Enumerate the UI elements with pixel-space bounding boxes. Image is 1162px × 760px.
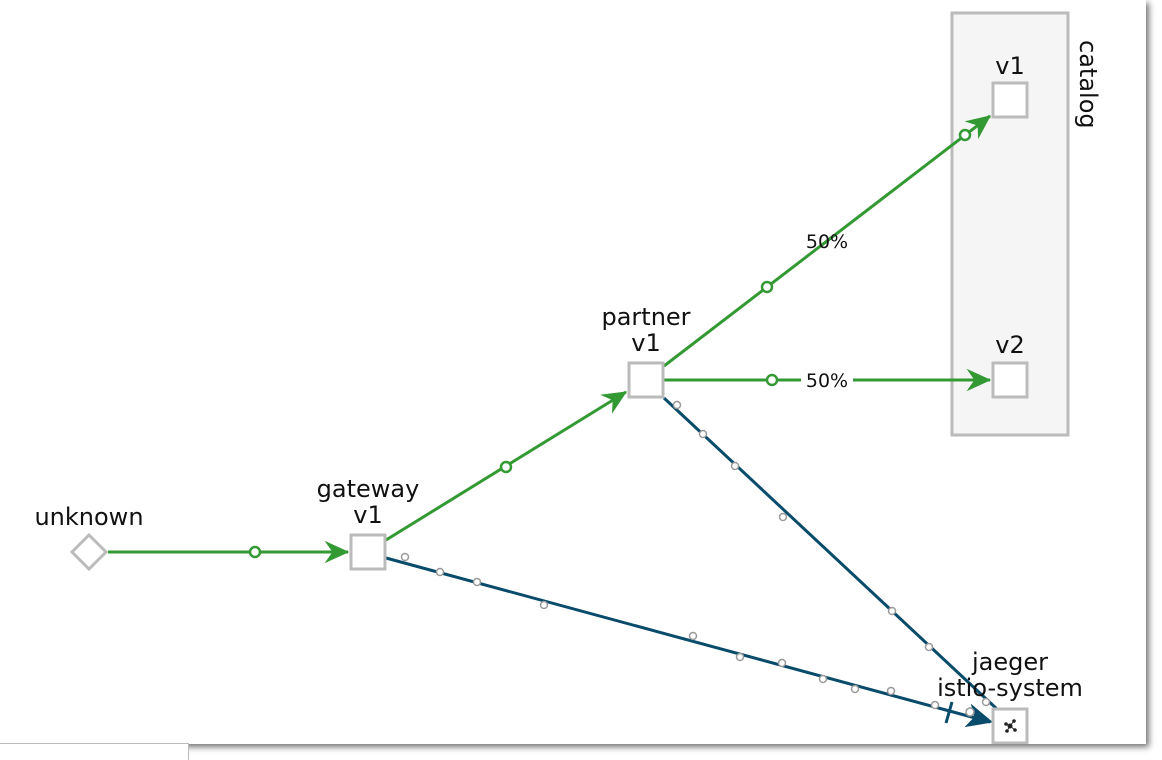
traffic-dot [965,707,975,717]
traffic-dot [688,631,698,641]
node-shape-square[interactable] [991,361,1029,399]
service-icon [1004,719,1017,733]
edge-label: 50% [806,370,848,392]
traffic-dot [672,400,682,410]
edge-gateway-partner[interactable] [385,390,628,542]
traffic-dot [924,642,934,652]
icon-link [1006,725,1011,732]
traffic-dot [698,429,708,439]
edge-partner-jaeger[interactable] [662,396,1000,712]
traffic-dot [472,577,482,587]
node-label: v2 [995,331,1024,359]
group-label-catalog: catalog [1074,40,1102,129]
arrowhead-icon [324,540,350,564]
traffic-dot [818,674,828,684]
traffic-dot [886,686,896,696]
nodes-layer: unknowngatewayv1partnerv1v1v2jaegeristio… [34,52,1083,744]
traffic-dot [887,606,897,616]
edge-gateway-jaeger[interactable] [385,552,994,728]
traffic-dot [777,658,787,668]
traffic-dot [730,461,740,471]
service-graph[interactable]: catalog 50%50% unknowngatewayv1partnerv1… [0,0,1146,744]
traffic-dot [765,373,779,387]
icon-link [1009,720,1015,727]
node-label: gateway [317,475,420,503]
edge-tick [944,701,954,724]
node-shape-square[interactable] [991,81,1029,119]
traffic-dot [400,552,410,562]
edge-partner-catalog_v2[interactable]: 50% [664,368,992,392]
node-shape-diamond[interactable] [69,532,109,572]
edge-label-bg [801,368,853,392]
traffic-dot [981,697,991,707]
arrowhead-icon [966,368,992,392]
legend-panel [0,743,189,760]
arrowhead-icon [964,115,991,140]
edges-layer: 50% 50% [108,114,1000,728]
node-label: istio-system [937,674,1083,702]
node-unknown[interactable]: unknown [34,503,144,572]
node-label: jaeger [971,648,1048,676]
node-label: v1 [631,329,660,357]
node-label: v1 [995,52,1024,80]
traffic-dot [760,280,774,294]
traffic-dot [539,600,549,610]
icon-link [1005,723,1011,727]
edge-unknown-gateway[interactable] [108,540,350,564]
edge-line[interactable] [663,114,991,368]
node-label: partner [601,303,690,331]
traffic-dot [958,128,972,142]
icon-link [1009,725,1016,731]
edge-label: 50% [806,231,848,253]
node-shape-square[interactable] [349,533,387,571]
traffic-dot [499,460,513,474]
node-label: v1 [353,501,382,529]
traffic-dot [850,684,860,694]
traffic-dot [735,652,745,662]
edge-partner-catalog_v1[interactable]: 50% [663,114,991,368]
arrowhead-icon [964,703,994,728]
traffic-dot [778,512,788,522]
traffic-dot [435,567,445,577]
node-label: unknown [34,503,143,531]
node-catalog_v1[interactable]: v1 [991,52,1029,119]
node-catalog_v2[interactable]: v2 [991,331,1029,399]
arrowhead-icon [600,391,628,414]
node-shape-square[interactable] [627,361,665,399]
traffic-dot [248,545,262,559]
traffic-dot [930,700,940,710]
edge-line[interactable] [662,396,1000,712]
